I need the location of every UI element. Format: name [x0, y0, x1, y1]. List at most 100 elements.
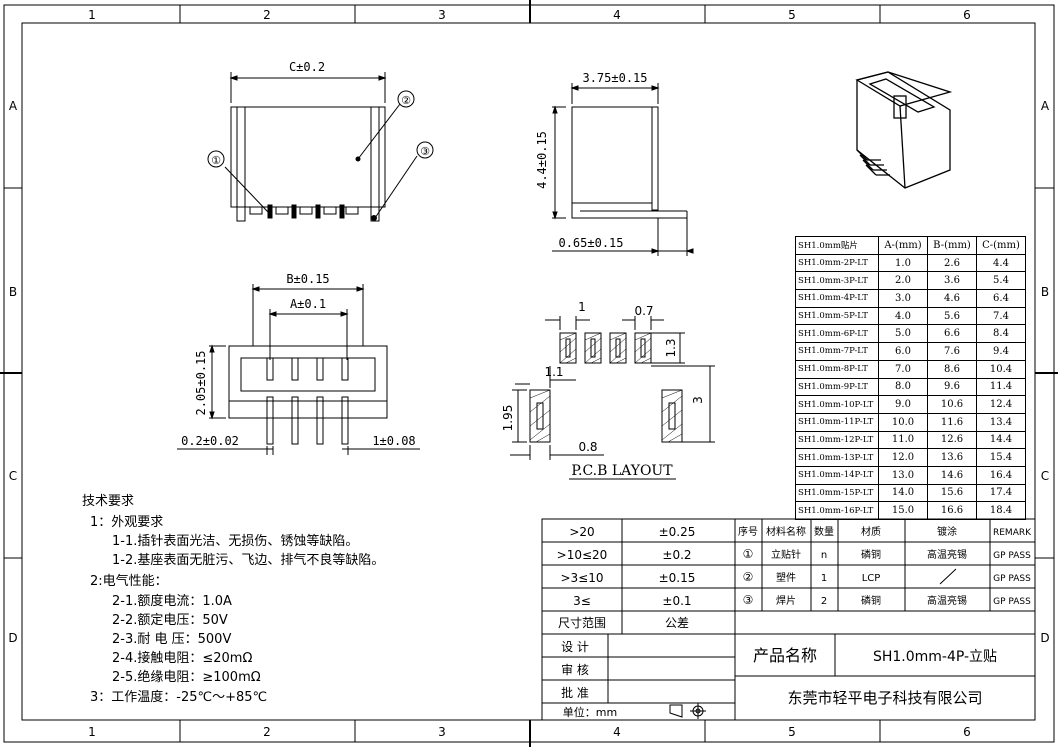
spec-part: SH1.0mm-6P-LT [795, 324, 879, 344]
bom-r2-remark: GP PASS [993, 574, 1031, 584]
grid-col-3-bottom: 3 [438, 725, 446, 739]
dim-h: 2.05±0.15 [194, 350, 208, 415]
side-view [552, 83, 694, 256]
spec-part: SH1.0mm-7P-LT [795, 342, 879, 361]
spec-part: SH1.0mm-11P-LT [795, 412, 879, 432]
bom-r1-qty: n [821, 550, 827, 561]
spec-part: SH1.0mm-3P-LT [795, 271, 879, 291]
unit-label: 单位：mm [563, 705, 617, 719]
note-line: 2-2.额定电压：50V [112, 613, 228, 628]
review-label: 审 核 [561, 662, 589, 677]
spec-c: 15.4 [976, 448, 1026, 467]
spec-header-b: B-(mm) [927, 236, 977, 255]
bom-header-material: 材质 [861, 525, 881, 538]
grid-col-6-bottom: 6 [963, 725, 971, 739]
spec-a: 1.0 [878, 253, 928, 273]
spec-a: 9.0 [878, 395, 928, 414]
pcb-dim-span: 3 [691, 396, 705, 404]
bottom-view [177, 284, 420, 455]
spec-part: SH1.0mm-10P-LT [795, 395, 879, 414]
bom-r3-plating: 高温亮锡 [927, 594, 967, 607]
dim-height: 4.4±0.15 [535, 131, 549, 189]
bom-header-no: 序号 [738, 525, 758, 538]
spec-a: 8.0 [878, 377, 928, 397]
grid-col-2-bottom: 2 [263, 725, 271, 739]
tol-value-4: ±0.1 [662, 594, 691, 608]
bom-r1-remark: GP PASS [993, 551, 1031, 561]
spec-header-a: A-(mm) [878, 236, 928, 255]
spec-b: 6.6 [927, 324, 977, 344]
spec-c: 17.4 [976, 483, 1026, 503]
spec-c: 18.4 [976, 501, 1026, 520]
tol-range-3: >3≤10 [560, 571, 603, 585]
spec-part: SH1.0mm-15P-LT [795, 483, 879, 503]
grid-col-1: 1 [88, 8, 96, 22]
tol-range-1: >20 [569, 525, 594, 539]
pcb-dim-pitch: 1 [578, 300, 586, 314]
grid-row-b-right: B [1041, 285, 1049, 299]
bom-r1-name: 立贴针 [771, 548, 801, 561]
spec-c: 11.4 [976, 377, 1026, 397]
spec-c: 16.4 [976, 465, 1026, 485]
spec-b: 2.6 [927, 253, 977, 273]
bom-header-plating: 镀涂 [937, 525, 957, 538]
spec-part: SH1.0mm-14P-LT [795, 465, 879, 485]
spec-a: 14.0 [878, 483, 928, 503]
note-line: 1-1.插针表面光洁、无损伤、锈蚀等缺陷。 [112, 534, 359, 549]
callout-3: ③ [420, 145, 430, 158]
pcb-layout-title: P.C.B LAYOUT [571, 463, 673, 479]
grid-row-d-right: D [1040, 631, 1049, 645]
spec-b: 14.6 [927, 465, 977, 485]
spec-c: 12.4 [976, 395, 1026, 414]
dim-pin: 0.65±0.15 [558, 236, 623, 250]
product-name: SH1.0mm-4P-立贴 [873, 649, 997, 665]
callout-1: ① [211, 154, 221, 167]
bom-r2-name: 塑件 [776, 572, 796, 584]
bom-r3-remark: GP PASS [993, 597, 1031, 607]
spec-c: 10.4 [976, 359, 1026, 379]
spec-table-header: SH1.0mm贴片 A-(mm) B-(mm) C-(mm) [795, 236, 1026, 255]
callout-2: ② [401, 94, 411, 107]
bom-r2-material: LCP [862, 573, 881, 584]
spec-c: 13.4 [976, 412, 1026, 432]
spec-a: 13.0 [878, 465, 928, 485]
spec-a: 7.0 [878, 359, 928, 379]
spec-b: 9.6 [927, 377, 977, 397]
spec-b: 7.6 [927, 342, 977, 361]
bom-r1-material: 磷铜 [861, 548, 881, 561]
spec-part: SH1.0mm-12P-LT [795, 430, 879, 450]
spec-part: SH1.0mm-4P-LT [795, 289, 879, 308]
bom-r2-no: ② [743, 570, 754, 584]
spec-b: 8.6 [927, 359, 977, 379]
grid-col-5-bottom: 5 [788, 725, 796, 739]
spec-b: 13.6 [927, 448, 977, 467]
tol-range-4: 3≤ [573, 594, 591, 608]
spec-c: 7.4 [976, 306, 1026, 326]
bom-header-name: 材料名称 [766, 525, 806, 538]
spec-c: 5.4 [976, 271, 1026, 291]
grid-col-4-bottom: 4 [613, 725, 621, 739]
spec-a: 11.0 [878, 430, 928, 450]
notes-title: 技术要求 [82, 494, 135, 509]
dim-c: C±0.2 [289, 60, 325, 74]
approve-label: 批 准 [561, 685, 589, 700]
note-line: 2-4.接触电阻：≤20mΩ [112, 651, 253, 666]
spec-a: 5.0 [878, 324, 928, 344]
spec-c: 6.4 [976, 289, 1026, 308]
bom-r2-qty: 1 [821, 573, 827, 584]
grid-col-4: 4 [613, 8, 621, 22]
design-label: 设 计 [561, 640, 589, 654]
pcb-layout [510, 316, 715, 460]
note-line: 2-1.额度电流：1.0A [112, 594, 232, 609]
product-label: 产品名称 [753, 646, 817, 665]
spec-part: SH1.0mm-2P-LT [795, 253, 879, 273]
spec-b: 4.6 [927, 289, 977, 308]
